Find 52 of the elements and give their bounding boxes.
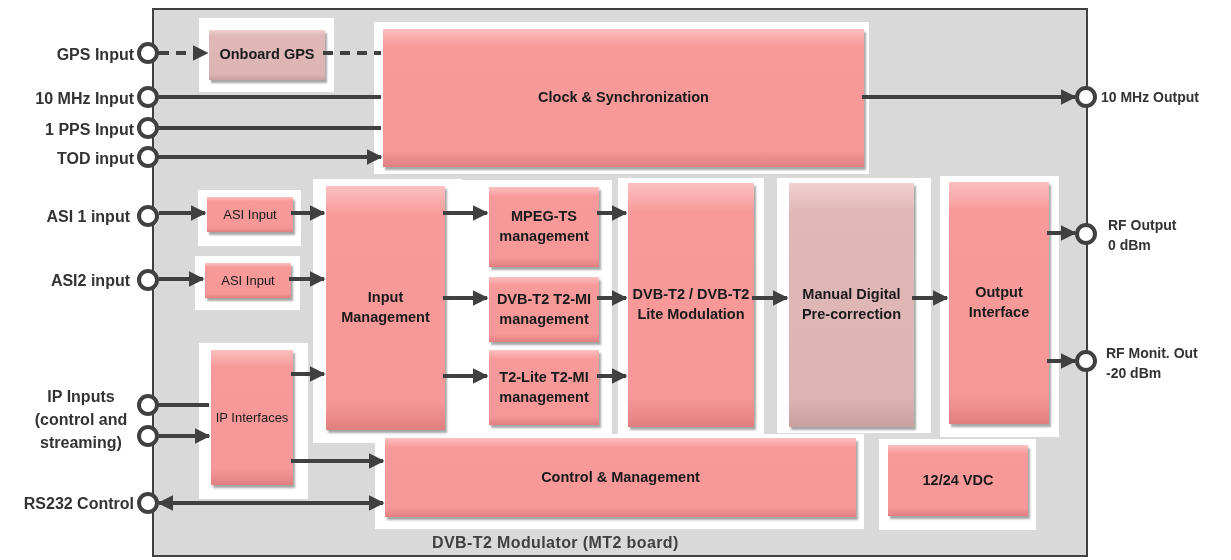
block-box: DVB-T2 / DVB-T2 Lite Modulation (628, 183, 754, 427)
arrow (291, 205, 326, 221)
arrow (862, 89, 1077, 105)
block-box: Output Interface (949, 182, 1049, 424)
connector-line (323, 51, 381, 55)
block-box: Input Management (326, 186, 445, 430)
arrow (443, 205, 489, 221)
port-label: ASI2 input (49, 271, 130, 291)
board-title: DVB-T2 Modulator (MT2 board) (432, 533, 679, 553)
port-label: ASI 1 input (45, 207, 130, 227)
block-box: 12/24 VDC (888, 445, 1028, 516)
port-label: TOD input (55, 149, 134, 169)
arrow (597, 290, 628, 306)
arrow (443, 290, 489, 306)
block-box: ASI Input (205, 263, 291, 298)
connector-line (159, 126, 381, 130)
arrow (1047, 353, 1077, 369)
block-box: ASI Input (207, 197, 293, 232)
arrow (597, 205, 628, 221)
board-outline (152, 8, 1088, 557)
arrow (597, 368, 628, 384)
arrow (159, 45, 209, 61)
arrow (1047, 225, 1077, 241)
port-label: RF Monit. Out -20 dBm (1106, 344, 1199, 384)
block-box: IP Interfaces (211, 350, 293, 485)
arrow (291, 366, 326, 382)
arrow (291, 453, 385, 469)
block-box: MPEG-TS management (489, 187, 599, 267)
port-label: 10 MHz Output (1101, 88, 1200, 107)
arrow (159, 205, 207, 221)
block-box: Onboard GPS (209, 30, 325, 80)
port-label: GPS Input (55, 45, 134, 65)
arrow (159, 428, 211, 444)
connector-line (159, 95, 381, 99)
block-box: T2-Lite T2-MI management (489, 350, 599, 425)
block-box: Clock & Synchronization (383, 29, 864, 167)
block-box: Manual Digital Pre-correction (789, 183, 914, 427)
port-label: RS232 Control (22, 494, 134, 514)
arrow (159, 271, 205, 287)
arrow (912, 290, 949, 306)
port-label: 1 PPS Input (44, 120, 134, 140)
port-label: 10 MHz Input (34, 89, 134, 109)
arrow (289, 271, 326, 287)
port-label: RF Output 0 dBm (1108, 216, 1178, 256)
block-box: Control & Management (385, 438, 856, 517)
connector-line (159, 403, 209, 407)
arrow (157, 495, 385, 511)
block-box: DVB-T2 T2-MI management (489, 277, 599, 342)
port-label: IP Inputs (control and streaming) (33, 387, 129, 454)
arrow (752, 290, 789, 306)
arrow (443, 368, 489, 384)
arrow (159, 149, 383, 165)
